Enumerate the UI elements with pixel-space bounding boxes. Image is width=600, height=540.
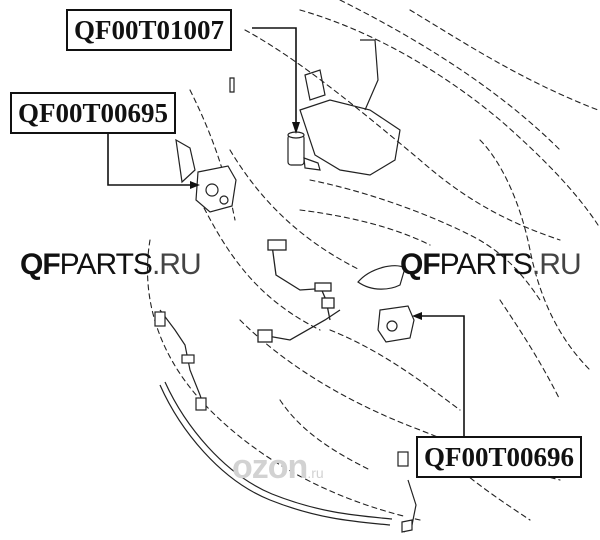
ozon-tld: .ru: [307, 465, 324, 481]
arrowhead-QF00T00695: [190, 181, 200, 189]
right-side-line: [499, 299, 561, 401]
leader-QF00T00696: [416, 315, 465, 438]
fender-line: [409, 9, 599, 111]
reservoir-bracket: [304, 69, 326, 101]
leader-QF00T00695: [107, 130, 196, 186]
watermark-tld: .RU: [531, 248, 582, 281]
leader-QF00T01007: [252, 27, 297, 128]
bumper-outline: [147, 239, 421, 521]
fog-area: [279, 399, 371, 471]
frame-rail: [479, 139, 591, 371]
headlamp-inner: [299, 209, 431, 246]
ozon-name: ozon: [232, 448, 308, 486]
qfparts-watermark-right: QFPARTS.RU: [400, 248, 582, 282]
washer-pump-body: [287, 134, 305, 166]
arrowhead-QF00T01007: [292, 122, 300, 134]
qfparts-watermark-left: QFPARTS.RU: [20, 248, 202, 282]
watermark-domain: PARTS: [439, 248, 533, 281]
main-hose-inner: [164, 381, 393, 520]
watermark-brand: QF: [20, 248, 61, 281]
ozon-watermark: ozon.ru: [232, 448, 324, 487]
reservoir-body: [299, 99, 401, 176]
headlamp-outline: [309, 179, 541, 301]
watermark-tld: .RU: [151, 248, 202, 281]
inner-panel: [199, 199, 321, 331]
nozzle-cover: [357, 265, 406, 290]
grille-line: [329, 329, 461, 411]
body-edge: [244, 29, 561, 241]
part-label-nozzle-actuator[interactable]: QF00T00696: [416, 436, 583, 478]
watermark-domain: PARTS: [59, 248, 153, 281]
part-label-headlamp-washer-pump[interactable]: QF00T00695: [10, 92, 177, 134]
part-label-washer-pump[interactable]: QF00T01007: [66, 9, 233, 51]
hose-middle: [261, 309, 341, 341]
main-hose-outer: [159, 384, 391, 526]
hood-outline: [299, 9, 599, 226]
arrowhead-QF00T00696: [412, 312, 422, 320]
reservoir-neck: [360, 39, 379, 111]
fender-line-2: [339, 0, 561, 151]
watermark-brand: QF: [400, 248, 441, 281]
inner-panel-2: [229, 149, 361, 271]
